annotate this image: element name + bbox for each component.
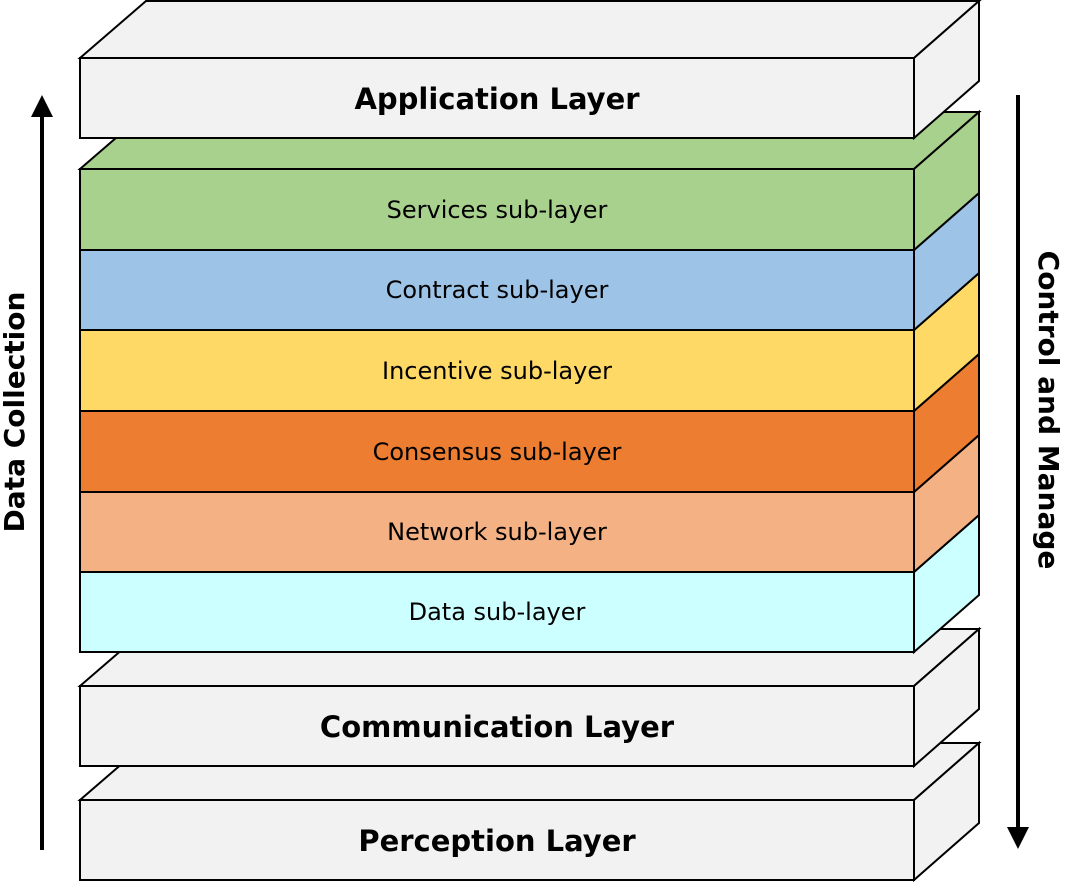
control-manage-arrow — [1007, 95, 1029, 849]
communication-layer-label: Communication Layer — [320, 710, 675, 744]
consensus-sub-layer-front — [79, 410, 915, 493]
contract-sub-layer-label: Contract sub-layer — [386, 276, 609, 304]
incentive-sub-layer-label: Incentive sub-layer — [382, 357, 612, 385]
perception-layer-front — [79, 799, 915, 881]
data-collection-arrow — [31, 95, 53, 850]
data-sub-layer-label: Data sub-layer — [409, 598, 586, 626]
communication-layer-front — [79, 685, 915, 767]
data-sub-layer-front — [79, 571, 915, 653]
network-sub-layer-front — [79, 491, 915, 573]
control-manage-label: Control and Manage — [1032, 251, 1065, 570]
consensus-sub-layer-label: Consensus sub-layer — [373, 438, 622, 466]
blockchain-stack: Services sub-layer Contract sub-layer In… — [77, 109, 982, 655]
incentive-sub-layer-front — [79, 329, 915, 412]
application-layer-block: Application Layer — [77, 0, 982, 141]
application-layer-label: Application Layer — [354, 82, 640, 116]
contract-sub-layer-front — [79, 249, 915, 331]
perception-layer-label: Perception Layer — [358, 824, 636, 858]
network-sub-layer-label: Network sub-layer — [387, 518, 607, 546]
application-layer-front — [79, 57, 915, 139]
application-layer-top — [77, 0, 982, 59]
data-collection-label: Data Collection — [0, 292, 31, 533]
services-sub-layer-label: Services sub-layer — [387, 196, 608, 224]
